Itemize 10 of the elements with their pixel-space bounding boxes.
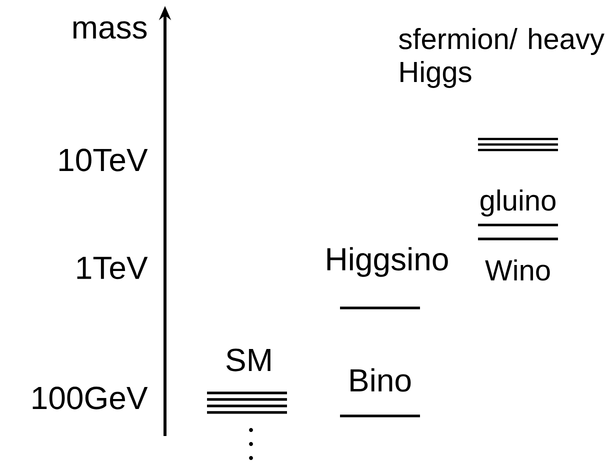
level-label: Bino <box>350 368 411 392</box>
level-label: gluino <box>480 189 556 216</box>
level-label: SM <box>226 348 270 372</box>
level-label: Higgsino <box>327 247 448 277</box>
axis-label: 10TeV <box>60 148 148 172</box>
axis-label: mass <box>73 21 147 39</box>
axis-label: 100GeV <box>32 386 148 410</box>
axis-label: 1TeV <box>77 256 148 280</box>
level-label: sfermion/ heavy Higgs <box>399 28 604 88</box>
level-label: Wino <box>485 259 550 281</box>
